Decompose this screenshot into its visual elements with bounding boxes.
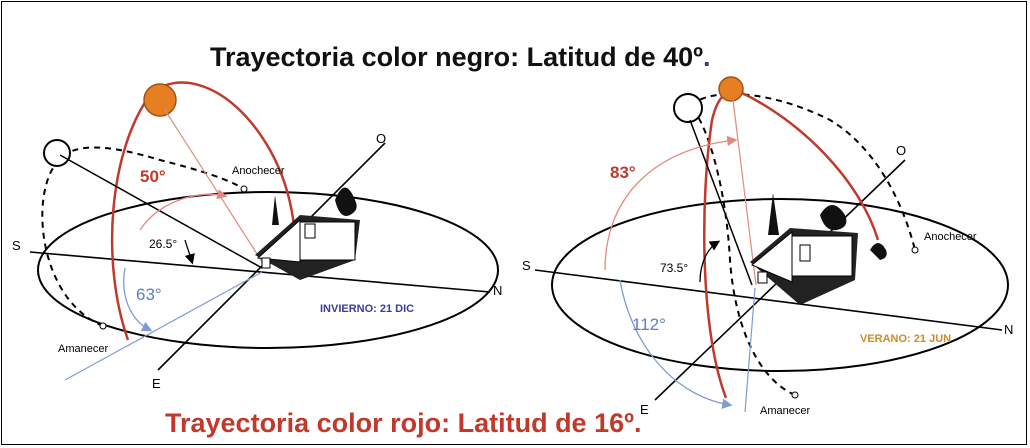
sun-black-path-icon [673,93,703,123]
left-angle-red: 50° [140,167,166,186]
sun-ray-red [164,109,267,269]
left-label-n: N [493,283,502,298]
right-angle-blue: 112° [632,315,666,334]
left-angle-black: 26.5° [149,237,177,251]
left-label-dawn: Amanecer [58,343,108,355]
black-sun-path [688,93,916,396]
angle-arc-red [139,189,228,231]
right-label-e: E [640,402,649,417]
left-label-dusk: Anochecer [232,165,285,177]
right-diagram-summer: S N E O Anochecer Amanecer 83° 73.5° 112… [522,76,1013,417]
right-season-label: VERANO: 21 JUN [860,333,951,345]
sun-ray-black [59,154,263,269]
red-sun-path [110,81,297,341]
dawn-point [99,322,107,330]
sun-red-path-icon [143,83,177,117]
title-red-trajectory: Trayectoria color rojo: Latitud de 16º. [165,408,641,438]
right-label-o: O [896,143,906,158]
south-north-axis [29,251,491,293]
sun-red-path-icon [718,76,744,102]
right-label-dawn: Amanecer [760,405,810,417]
left-angle-blue: 63° [136,285,162,304]
title-black-trajectory: Trayectoria color negro: Latitud de 40º. [210,42,711,72]
angle-arc-red [604,135,738,271]
right-angle-red: 83° [610,163,636,182]
left-season-label: INVIERNO: 21 DIC [320,303,414,315]
sun-ray-red [732,99,757,286]
tree-icons [272,187,357,225]
sun-ray-black [689,119,753,286]
tree-icons [768,193,887,260]
house-icon [750,228,858,305]
right-label-dusk: Anochecer [924,231,977,243]
horizon-ellipse [37,191,499,349]
dawn-point [791,391,799,399]
left-label-e: E [152,376,161,391]
sunrise-ray-blue [744,287,756,413]
left-label-s: S [12,238,21,253]
house-icon [255,215,360,280]
angle-arc-blue [619,279,733,409]
angle-arc-black [184,239,195,265]
dusk-point [240,185,248,193]
angle-arc-blue [123,267,153,332]
right-angle-black: 73.5° [660,261,688,275]
angle-arc-black [699,240,721,283]
dusk-point [911,246,919,254]
black-sun-path [41,146,245,327]
left-label-o: O [376,131,386,146]
sun-black-path-icon [43,139,71,167]
left-diagram-winter: S N E O Anochecer Amanecer 50° 26.5° 63°… [12,81,502,391]
right-label-n: N [1004,322,1013,337]
horizon-ellipse [551,198,1009,372]
red-sun-path [703,89,880,399]
south-north-axis [534,269,1003,331]
right-label-s: S [522,258,531,273]
sunrise-ray-blue [64,271,263,381]
